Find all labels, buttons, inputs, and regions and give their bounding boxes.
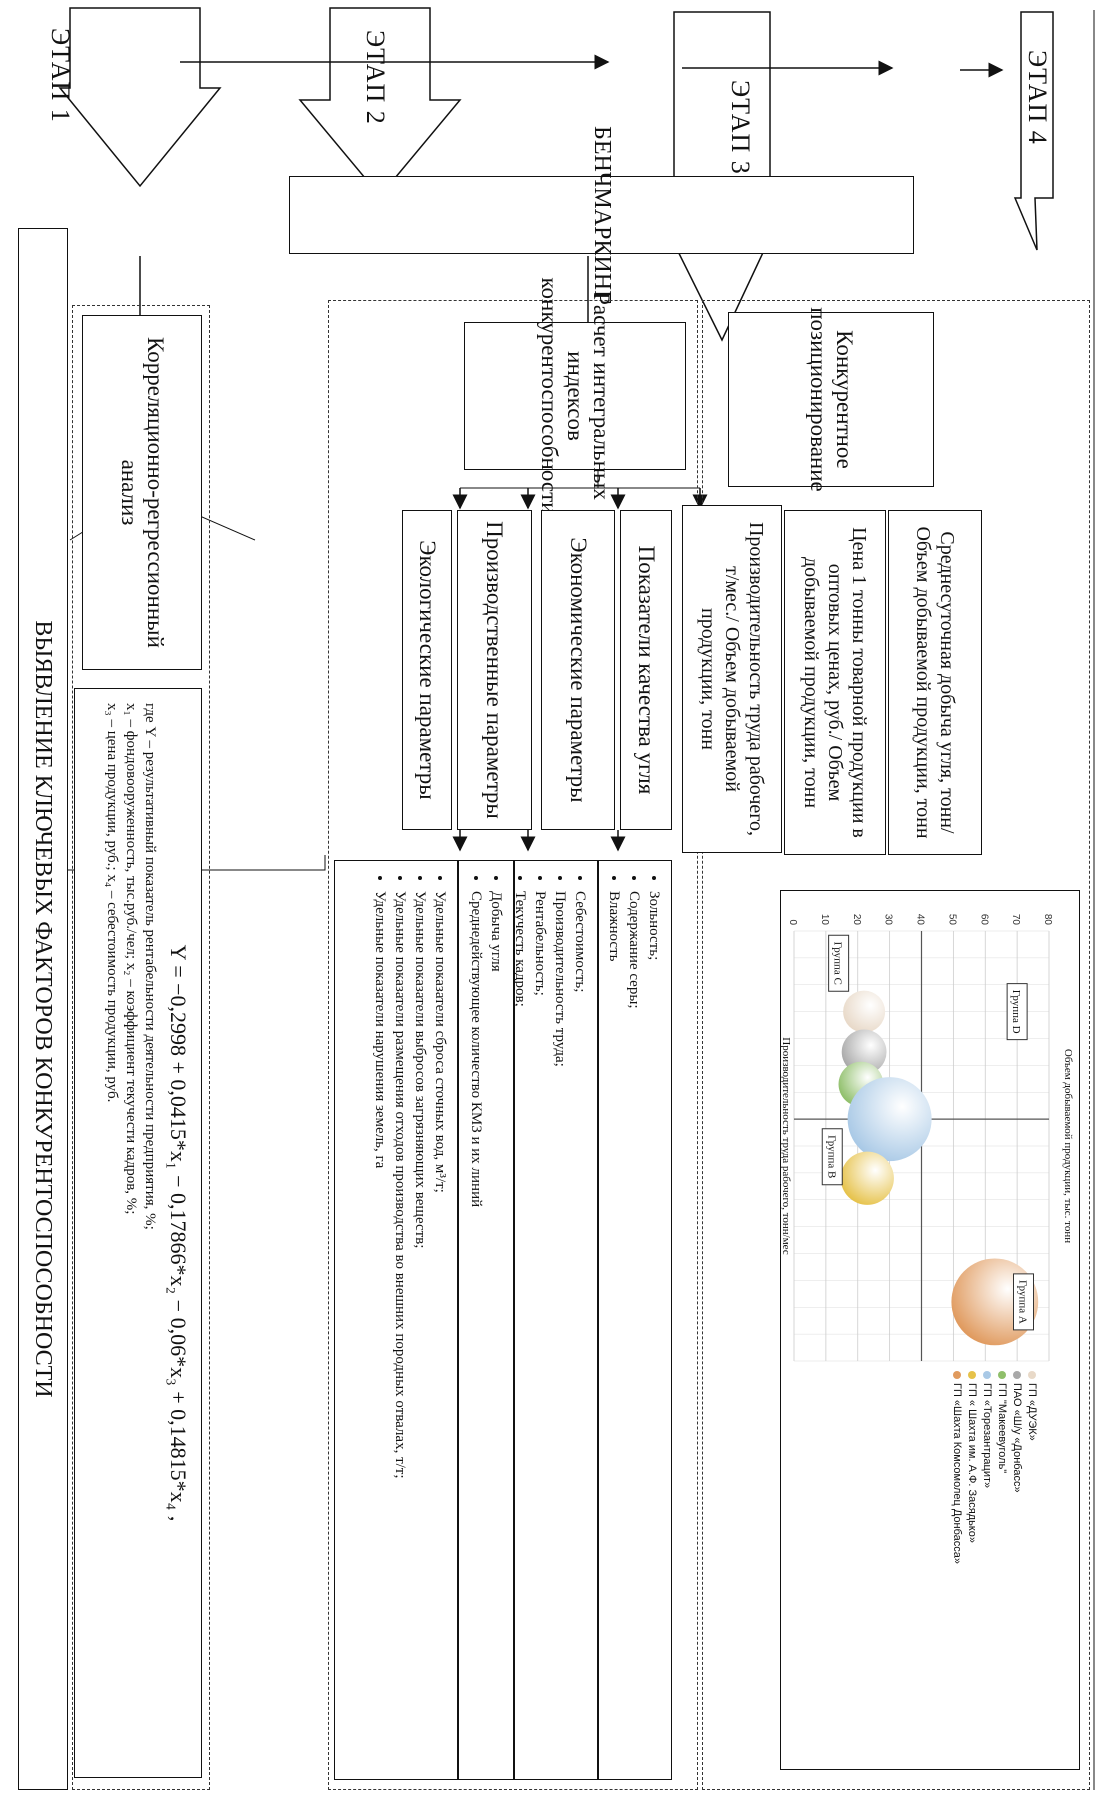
list-box-quality: Зольность; Содержание серы; Влажность [598,860,672,1780]
legend-label: ГП "Макеевуголь" [996,1383,1008,1474]
x-axis-label: Производительность труда рабочего, тонн/… [780,1037,792,1255]
legend-label: ГП «Шахта Комсомолец Донбасса» [951,1383,963,1565]
list-item: Производительность труда; [551,891,569,1771]
positioning-box: Конкурентное позиционирование [728,307,934,492]
list-item: Зольность; [645,891,663,1771]
group-label-quality: Показатели качества угля [634,545,659,795]
y-tick-label: 20 [851,914,862,926]
positioning-title: Конкурентное позиционирование [806,307,857,492]
legend-swatch [982,1371,991,1379]
legend-entry: ГП « Шахта им. А.Ф. Засядько» [964,1371,979,1564]
list-item: Себестоимость; [571,891,589,1771]
formula-legend-line3: x₃ – цена продукции, руб.; x₄ – себестои… [104,703,120,1103]
group-label-production: Производственные параметры [482,521,508,819]
stage4-label: ЭТАП 4 [1023,50,1052,145]
y-tick-label: 70 [1010,914,1021,926]
list-item: Удельные показатели нарушения земель, га [371,891,389,1771]
list-item: Содержание серы; [625,891,643,1771]
chart-legend: ГП «ДУЭК»ПАО «Ш/у «Донбасс»ГП "Макеевуго… [949,1371,1039,1564]
list-item: Рентабельность; [531,891,549,1771]
group-label: Группа B [825,1135,837,1178]
regression-title: Корреляционно-регрессионный анализ [117,337,168,648]
key-factors-title: ВЫЯВЛЕНИЕ КЛЮЧЕВЫХ ФАКТОРОВ КОНКУРЕНТОСП… [30,620,57,1398]
list-item: Добыча угля [487,891,505,1771]
y-tick-label: 40 [915,914,926,926]
group-label: Группа C [832,942,844,985]
group-label-ecological: Экологические параметры [415,540,440,800]
group-box-economic: Экономические параметры [541,510,615,830]
legend-swatch [952,1371,961,1379]
list-item: Среднедействующее количество КМЗ и их ли… [467,891,485,1771]
legend-entry: ГП «Торезантрацит» [979,1371,994,1564]
y-tick-label: 30 [883,914,894,926]
list-box-ecological: Удельные показатели сброса сточных вод, … [334,860,458,1780]
stage1-label: ЭТАП 1 [46,28,75,123]
formula-legend-line1: где Y – результативный показатель рентаб… [142,703,158,1230]
legend-label: ПАО «Ш/у «Донбасс» [1011,1383,1023,1493]
integral-index-title: Расчет интегральных индексов конкурентос… [537,277,614,515]
list-box-production: Добыча угля Среднедействующее количество… [458,860,514,1780]
bubble [841,1029,887,1075]
legend-swatch [1027,1371,1036,1379]
group-label-box [1013,1273,1034,1331]
regression-box: Корреляционно-регрессионный анализ [82,315,202,670]
stage3-label: ЭТАП 3 [726,80,755,175]
y-tick-label: 0 [787,919,798,925]
bubble [843,990,886,1033]
stage1-arrow [58,7,222,188]
list-box-economic: Себестоимость; Производительность труда;… [512,860,598,1780]
group-label-box [828,934,850,992]
criterion-text-3: Производительность труда рабочего, т/мес… [697,521,767,836]
list-item: Удельные показатели сброса сточных вод, … [431,891,449,1771]
legend-entry: ПАО «Ш/у «Донбасс» [1009,1371,1024,1564]
formula-box: Y = −0,2998 + 0,0415*x₁ − 0,17866*x₂ − 0… [74,688,202,1778]
formula-legend-line2: x₁ – фондовооруженность, тыс.руб./чел; x… [123,703,139,1215]
group-label-box [1006,983,1028,1041]
list-item: Влажность [605,891,623,1771]
y-tick-label: 80 [1042,914,1053,926]
y-tick-label: 50 [946,914,957,926]
stage4-arrow [1013,11,1054,251]
list-item: Удельные показатели выбросов загрязняющи… [411,891,429,1771]
legend-entry: ГП "Макеевуголь" [994,1371,1009,1564]
legend-label: ГП «Торезантрацит» [981,1383,993,1489]
group-label: Группа А [1017,1280,1029,1324]
group-label-box [821,1128,843,1186]
criterion-box-2: Цена 1 тонны товарной продукции в оптовы… [784,510,886,855]
key-factors-box: ВЫЯВЛЕНИЕ КЛЮЧЕВЫХ ФАКТОРОВ КОНКУРЕНТОСП… [18,228,68,1790]
group-box-quality: Показатели качества угля [620,510,672,830]
legend-entry: ГП «ДУЭК» [1024,1371,1039,1564]
criterion-box-1: Среднесуточная добыча угля, тонн/ Объем … [888,510,982,855]
integral-index-box: Расчет интегральных индексов конкурентос… [464,278,686,514]
legend-label: ГП « Шахта им. А.Ф. Засядько» [966,1383,978,1543]
chart-title: Объем добываемой продукции, тыс. тонн [1062,1049,1074,1243]
regression-formula: Y = −0,2998 + 0,0415*x₁ − 0,17866*x₂ − 0… [166,944,191,1522]
group-label-economic: Экономические параметры [566,537,591,803]
stage2-label: ЭТАП 2 [361,30,390,125]
y-tick-label: 60 [978,914,989,926]
list-item: Удельные показатели размещения отходов п… [391,891,409,1771]
y-tick-label: 10 [819,914,830,926]
bubble [847,1077,932,1162]
legend-swatch [997,1371,1006,1379]
group-box-production: Производственные параметры [457,510,532,830]
legend-entry: ГП «Шахта Комсомолец Донбасса» [949,1371,964,1564]
criterion-text-1: Среднесуточная добыча угля, тонн/ Объем … [912,526,958,839]
benchmarking-box: БЕНЧМАРКИНГ [289,126,914,304]
legend-label: ГП «ДУЭК» [1026,1383,1038,1441]
stage2-arrow [298,7,462,198]
group-label: Группа D [1010,990,1022,1034]
group-box-ecological: Экологические параметры [402,510,452,830]
legend-swatch [967,1371,976,1379]
bubble [840,1151,894,1205]
legend-swatch [1012,1371,1021,1379]
criterion-text-2: Цена 1 тонны товарной продукции в оптовы… [800,527,870,838]
criterion-box-3: Производительность труда рабочего, т/мес… [682,505,782,853]
